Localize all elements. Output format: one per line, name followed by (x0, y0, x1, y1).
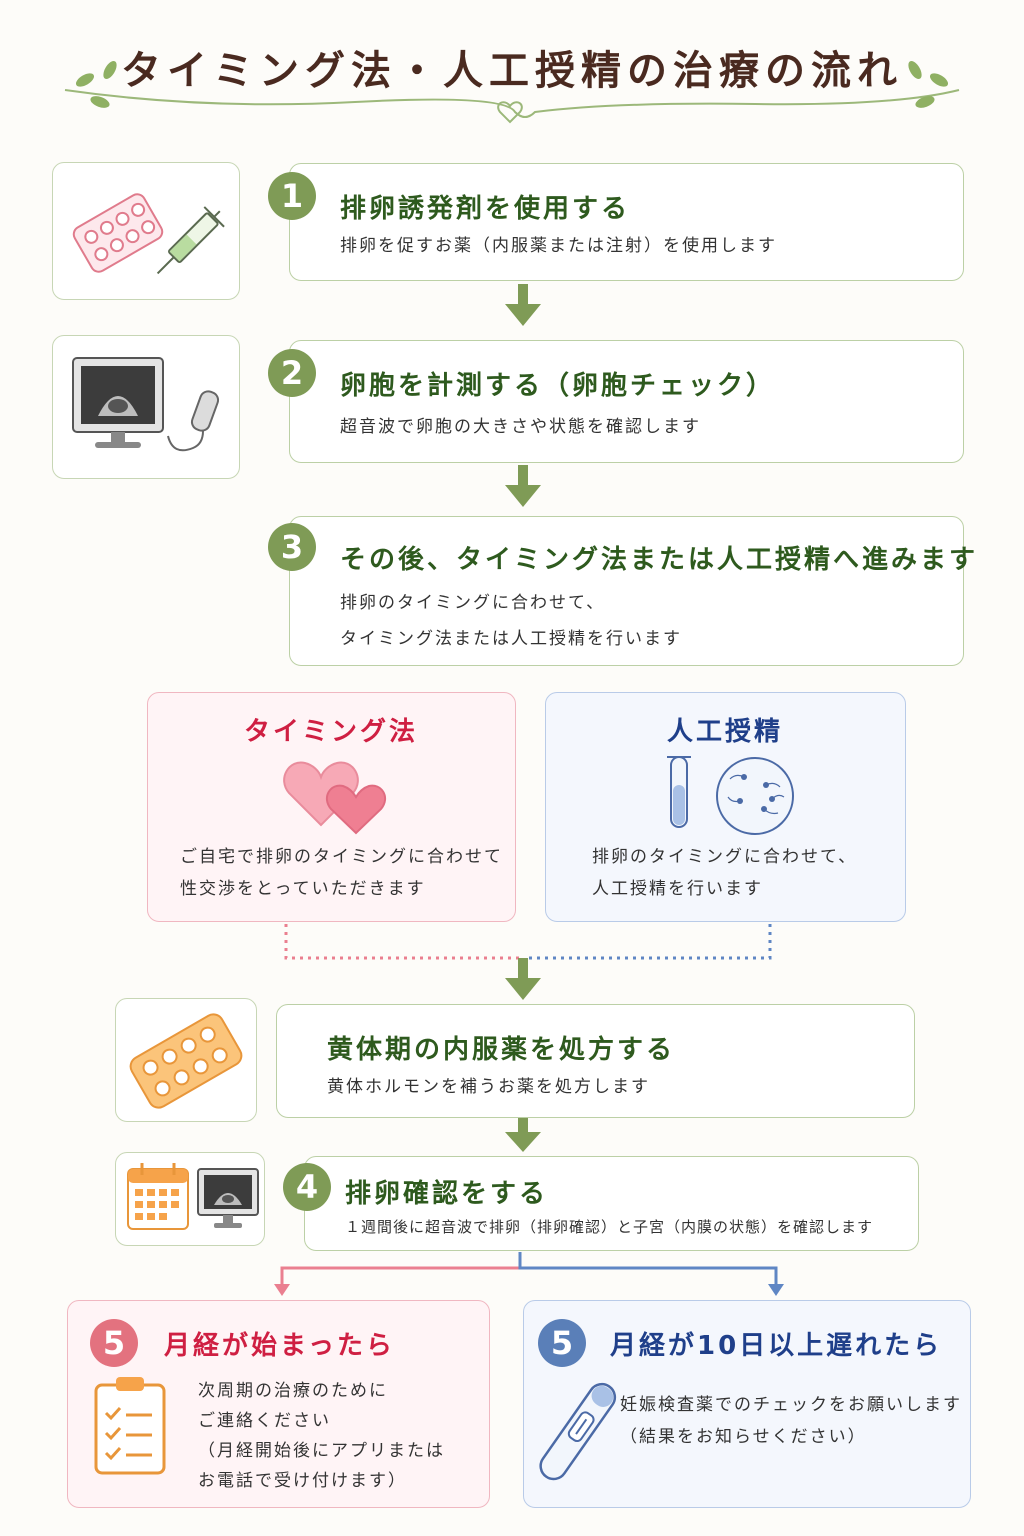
luteal-icon-card (115, 998, 257, 1122)
step2-desc: 超音波で卵胞の大きさや状態を確認します (340, 417, 701, 437)
step5b-card: 5 月経が10日以上遅れたら 妊娠検査薬でのチェックをお願いします （結果をお知… (523, 1300, 971, 1508)
step3-desc-line1: 排卵のタイミングに合わせて、 (340, 593, 606, 613)
timing-method-card: タイミング法 ご自宅で排卵のタイミングに合わせて 性交渉をとっていただきます (147, 692, 516, 922)
step2-title: 卵胞を計測する（卵胞チェック） (340, 371, 776, 401)
step4-number: 4 (283, 1163, 331, 1211)
step2-icon-card (52, 335, 240, 479)
calendar-icon (127, 1163, 189, 1230)
clipboard-checklist-icon (94, 1377, 166, 1475)
artificial-insemination-card: 人工授精 排卵のタイミングに合わせて、 人工授精を行います (545, 692, 906, 922)
arrow-down-icon (505, 958, 541, 1000)
merge-connector (284, 924, 772, 960)
step3-number: 3 (268, 523, 316, 571)
step2-number: 2 (268, 349, 316, 397)
branch-connector (274, 1252, 784, 1296)
arrow-down-icon (505, 465, 541, 507)
ultrasound-monitor-icon (72, 357, 220, 452)
luteal-card: 黄体期の内服薬を処方する 黄体ホルモンを補うお薬を処方します (276, 1004, 915, 1118)
step5b-desc-line1: 妊娠検査薬でのチェックをお願いします (620, 1395, 962, 1415)
luteal-desc: 黄体ホルモンを補うお薬を処方します (327, 1077, 650, 1097)
artificial-insemination-desc-line2: 人工授精を行います (592, 879, 763, 899)
step1-desc: 排卵を促すお薬（内服薬または注射）を使用します (340, 236, 777, 256)
step2-card: 2 卵胞を計測する（卵胞チェック） 超音波で卵胞の大きさや状態を確認します (268, 340, 964, 463)
step3-title: その後、タイミング法または人工授精へ進みます (340, 545, 979, 575)
artificial-insemination-title: 人工授精 (666, 717, 783, 747)
step3-desc-line2: タイミング法または人工授精を行います (340, 629, 682, 649)
arrow-down-icon (505, 1118, 541, 1152)
step5a-desc-line4: お電話で受け付けます） (198, 1471, 407, 1491)
timing-method-desc-line1: ご自宅で排卵のタイミングに合わせて (180, 847, 503, 867)
step3-card: 3 その後、タイミング法または人工授精へ進みます 排卵のタイミングに合わせて、 … (268, 516, 975, 666)
step1-title: 排卵誘発剤を使用する (340, 194, 631, 224)
step5b-number: 5 (538, 1319, 586, 1367)
syringe-icon (156, 206, 225, 275)
artificial-insemination-desc-line1: 排卵のタイミングに合わせて、 (592, 847, 858, 867)
step4-card: 4 排卵確認をする １週間後に超音波で排卵（排卵確認）と子宮（内膜の状態）を確認… (283, 1156, 919, 1251)
ultrasound-monitor-icon (197, 1168, 259, 1228)
page-title: タイミング法・人工授精の治療の流れ (121, 48, 903, 94)
step4-icon-card (115, 1152, 265, 1246)
step5a-desc-line2: ご連絡ください (198, 1411, 331, 1431)
step1-card: 1 排卵誘発剤を使用する 排卵を促すお薬（内服薬または注射）を使用します (268, 163, 964, 281)
step5a-number: 5 (90, 1319, 138, 1367)
luteal-title: 黄体期の内服薬を処方する (327, 1035, 676, 1065)
pill-pack-icon (129, 1013, 243, 1109)
arrow-down-icon (505, 284, 541, 326)
step1-icon-card (52, 162, 240, 300)
timing-method-desc-line2: 性交渉をとっていただきます (180, 879, 426, 899)
test-tube-icon (667, 756, 691, 828)
step5a-desc-line3: （月経開始後にアプリまたは (198, 1441, 445, 1461)
vine-decoration (64, 60, 960, 124)
sperm-dish-icon (716, 757, 794, 835)
step1-number: 1 (268, 172, 316, 220)
step4-title: 排卵確認をする (345, 1179, 549, 1209)
step5b-desc-line2: （結果をお知らせください） (620, 1427, 867, 1447)
step4-desc: １週間後に超音波で排卵（排卵確認）と子宮（内膜の状態）を確認します (345, 1218, 874, 1236)
pill-pack-icon (72, 193, 164, 273)
step5a-desc-line1: 次周期の治療のために (198, 1381, 388, 1401)
pregnancy-test-icon (539, 1382, 617, 1481)
step5a-title: 月経が始まったら (164, 1331, 395, 1361)
timing-method-title: タイミング法 (243, 717, 418, 747)
hearts-icon (283, 761, 387, 835)
step5b-title: 月経が10日以上遅れたら (610, 1331, 943, 1361)
step5a-card: 5 月経が始まったら 次周期の治療のために ご連絡ください （月経開始後にアプリ… (67, 1300, 490, 1508)
